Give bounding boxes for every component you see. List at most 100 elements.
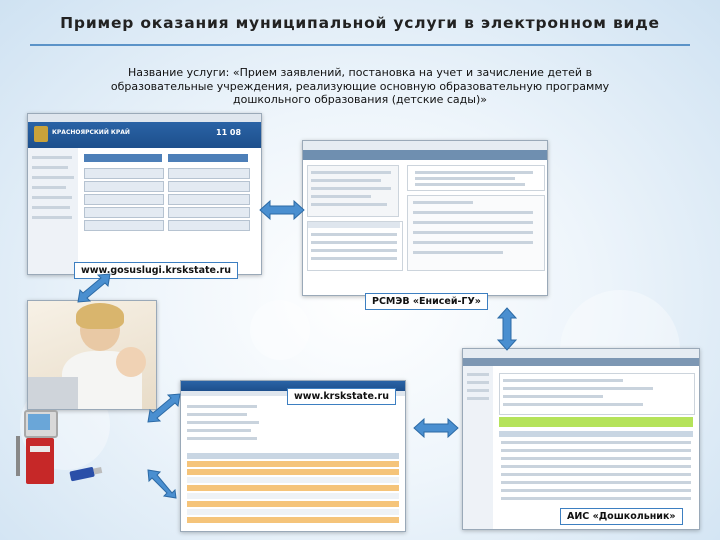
highlighted-row[interactable]	[499, 417, 693, 427]
browser-toolbar	[463, 349, 699, 358]
service-category[interactable]	[168, 168, 250, 179]
form-row	[503, 379, 623, 382]
portal-date: 11 08	[216, 128, 242, 137]
detail-row	[413, 231, 533, 234]
table-header	[187, 453, 399, 459]
table-row[interactable]	[501, 481, 691, 484]
table-row	[311, 249, 397, 252]
sidebar-link[interactable]	[467, 381, 489, 384]
table-row	[311, 241, 397, 244]
detail-row	[413, 201, 473, 204]
text-line	[187, 421, 259, 424]
page-title: Пример оказания муниципальной услуги в э…	[60, 14, 660, 32]
sidebar-link[interactable]	[467, 397, 489, 400]
detail-row	[413, 211, 533, 214]
category-header	[168, 154, 248, 162]
text-line	[187, 437, 257, 440]
gosuslugi-portal-screenshot: КРАСНОЯРСКИЙ КРАЙ 11 08	[27, 113, 262, 275]
subtitle-line: образовательные учреждения, реализующие …	[110, 79, 610, 93]
ais-sidebar	[463, 366, 493, 529]
browser-toolbar	[28, 114, 261, 122]
ais-doshkolnik-screenshot	[462, 348, 700, 530]
double-arrow-icon	[259, 199, 305, 221]
service-category[interactable]	[84, 207, 164, 218]
background-bubble	[250, 300, 310, 360]
service-category[interactable]	[84, 194, 164, 205]
sidebar-link[interactable]	[467, 389, 489, 392]
label-gosuslugi: www.gosuslugi.krskstate.ru	[74, 262, 239, 279]
table-row[interactable]	[501, 441, 691, 444]
service-category[interactable]	[168, 181, 250, 192]
table-row[interactable]	[187, 493, 399, 499]
sidebar-link[interactable]	[467, 373, 489, 376]
text-line	[187, 429, 251, 432]
form-row	[311, 195, 371, 198]
sidebar-link[interactable]	[32, 156, 72, 159]
label-krskstate: www.krskstate.ru	[287, 388, 396, 405]
title-divider	[30, 44, 690, 46]
child-head	[116, 347, 146, 377]
table-header	[308, 222, 400, 228]
mother-child-photo	[27, 300, 157, 410]
laptop	[28, 377, 78, 409]
sidebar-link[interactable]	[32, 166, 68, 169]
ais-menu[interactable]	[463, 358, 699, 366]
table-row	[311, 257, 397, 260]
portal-region-title: КРАСНОЯРСКИЙ КРАЙ	[52, 129, 130, 136]
form-row	[311, 203, 387, 206]
service-category[interactable]	[168, 207, 250, 218]
sidebar-link[interactable]	[32, 206, 70, 209]
service-category[interactable]	[84, 181, 164, 192]
text-line	[187, 413, 247, 416]
label-ais: АИС «Дошкольник»	[560, 508, 683, 525]
table-row[interactable]	[187, 485, 399, 491]
form-row	[311, 179, 381, 182]
table-row[interactable]	[501, 473, 691, 476]
detail-row	[413, 221, 533, 224]
info-line	[415, 177, 515, 180]
detail-row	[413, 251, 503, 254]
info-line	[415, 183, 525, 186]
service-name: Название услуги: «Прием заявлений, поста…	[40, 66, 680, 107]
data-table	[307, 221, 403, 271]
terminal-kiosk-icon	[14, 410, 62, 486]
site-header	[181, 381, 405, 391]
double-arrow-icon	[413, 417, 459, 439]
form-row	[311, 187, 391, 190]
detail-row	[413, 241, 533, 244]
table-row	[311, 233, 397, 236]
mother-hair	[76, 303, 124, 329]
service-category[interactable]	[168, 194, 250, 205]
service-category[interactable]	[168, 220, 250, 231]
table-row[interactable]	[187, 501, 399, 507]
browser-toolbar	[303, 141, 547, 150]
sidebar-link[interactable]	[32, 216, 72, 219]
table-row[interactable]	[187, 477, 399, 483]
sidebar-link[interactable]	[32, 196, 72, 199]
form-row	[311, 171, 391, 174]
table-row[interactable]	[501, 497, 691, 500]
table-row[interactable]	[187, 461, 399, 467]
table-row[interactable]	[501, 449, 691, 452]
table-row[interactable]	[501, 465, 691, 468]
service-category[interactable]	[84, 168, 164, 179]
text-line	[187, 405, 257, 408]
table-header	[499, 431, 693, 437]
coat-of-arms-icon	[34, 126, 48, 142]
rsmev-header	[303, 150, 547, 160]
sidebar-link[interactable]	[32, 176, 74, 179]
subtitle-line: Название услуги: «Прием заявлений, поста…	[127, 66, 593, 79]
portal-sidebar	[28, 148, 78, 274]
form-row	[503, 395, 603, 398]
table-row[interactable]	[501, 457, 691, 460]
table-row[interactable]	[187, 509, 399, 515]
table-row[interactable]	[187, 517, 399, 523]
form-row	[503, 403, 643, 406]
sidebar-link[interactable]	[32, 186, 66, 189]
service-category[interactable]	[84, 220, 164, 231]
double-arrow-icon	[147, 469, 177, 499]
subtitle-line: дошкольного образования (детские сады)»	[233, 93, 487, 106]
double-arrow-icon	[77, 273, 111, 303]
table-row[interactable]	[187, 469, 399, 475]
table-row[interactable]	[501, 489, 691, 492]
